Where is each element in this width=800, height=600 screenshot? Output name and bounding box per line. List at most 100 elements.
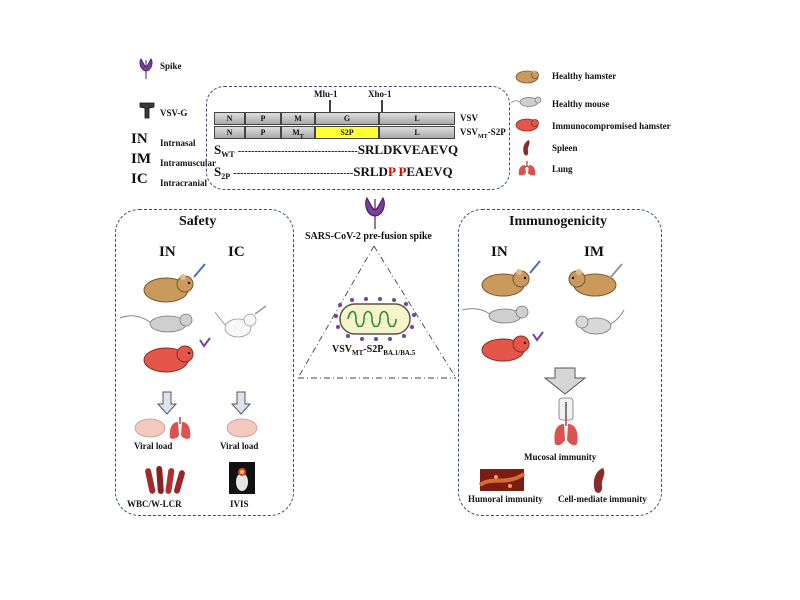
legend-spike-label: Spike [160, 61, 182, 71]
safety-route-in: IN [159, 244, 176, 260]
site-xho1: Xho-1 [368, 89, 392, 99]
safety-viral-load-in: Viral load [134, 441, 173, 451]
immunogenicity-title: Immunogenicity [509, 214, 607, 229]
vaccine-sub2: BA.1/BA.5 [383, 349, 416, 357]
row-vsvmt-suffix: -S2P [487, 127, 506, 137]
hamster-icon [568, 269, 617, 297]
genome-box [206, 86, 510, 190]
lung-icon [554, 418, 578, 446]
hamster-icon [143, 274, 194, 303]
immuno-route-in: IN [491, 244, 508, 260]
mucosal-immunity: Mucosal immunity [524, 452, 597, 462]
seq-wt-dashes: ------------------------------------ [237, 146, 358, 157]
mouse-icon [510, 96, 542, 107]
legend-immunocompromised-hamster: Immunocompromised hamster [552, 121, 671, 131]
spleen-icon [593, 468, 605, 493]
red-hamster-icon [515, 118, 539, 132]
gene-l: L [379, 112, 455, 125]
hamster-icon [515, 70, 539, 84]
down-arrow-icon [543, 367, 587, 395]
seq-wt-text: SRLDKVEAEVQ [357, 142, 459, 157]
abbr-in: IN [131, 131, 148, 147]
blood-vessel-image-icon [478, 469, 526, 491]
hamster-icon [481, 269, 530, 297]
legend-healthy-mouse: Healthy mouse [552, 99, 610, 109]
immuno-route-im: IM [584, 244, 604, 260]
legend-lung: Lung [552, 164, 573, 174]
seq-s2p: S2P ------------------------------------… [214, 164, 453, 181]
down-arrow-icon [156, 391, 178, 415]
vaccine-main: VSV [332, 344, 353, 355]
vsv-virion-icon [334, 297, 416, 341]
gene-m: M [281, 112, 315, 125]
red-hamster-icon [143, 345, 194, 373]
immunogenicity-panel [458, 209, 662, 516]
abbr-in-desc: Intrnasal [160, 138, 196, 148]
seq-s2p-mutation-2: P [398, 164, 407, 179]
legend-healthy-hamster: Healthy hamster [552, 71, 617, 81]
seq-s2p-label: S [214, 164, 222, 179]
vaccine-label: VSVMT-S2PBA.1/BA.5 [332, 344, 415, 357]
safety-title: Safety [179, 214, 217, 229]
abbr-im-desc: Intramuscular [160, 158, 216, 168]
mouse-icon [461, 305, 529, 324]
row-vsvmt-main: VSV [460, 127, 479, 137]
site-mlu1: Mlu-1 [314, 89, 338, 99]
seq-s2p-mutation-1: P [387, 164, 396, 179]
lung-icon [169, 417, 191, 439]
gene-p: P [245, 126, 281, 139]
row-vsv-label: VSV [460, 113, 479, 123]
cell-mediate-immunity: Cell-mediate immunity [558, 494, 647, 504]
seq-s2p-sub: 2P [221, 172, 231, 181]
seq-s2p-dashes: ------------------------------------ [233, 168, 354, 179]
gene-mt: MT [281, 126, 315, 140]
safety-route-ic: IC [228, 244, 245, 260]
gene-mt-sub: T [299, 134, 304, 140]
gene-n: N [214, 112, 245, 125]
row-vsvmt-sub: MT [478, 134, 488, 140]
blood-tubes-icon [145, 466, 185, 494]
brain-icon [134, 418, 166, 438]
spleen-icon [523, 140, 530, 156]
spike-icon [139, 58, 153, 79]
vaccine-mid: -S2P [363, 344, 384, 355]
safety-panel [115, 209, 294, 516]
vaccine-sub1: MT [352, 349, 364, 357]
gene-g: G [315, 112, 379, 125]
row-vsvmt-label: VSVMT-S2P [460, 127, 506, 140]
vsvg-icon [139, 102, 155, 119]
abbr-im: IM [131, 151, 151, 167]
abbr-ic: IC [131, 171, 148, 187]
seq-s2p-post: EAEVQ [406, 164, 453, 179]
gene-n: N [214, 126, 245, 139]
seq-wt: SWT ------------------------------------… [214, 142, 458, 159]
white-mouse-icon [214, 305, 267, 338]
lung-icon [518, 161, 536, 176]
airway-icon [558, 397, 574, 421]
seq-wt-label: S [214, 142, 222, 157]
mouse-icon [575, 309, 625, 335]
seq-s2p-pre: SRLD [353, 164, 388, 179]
safety-assay-ivis: IVIS [230, 499, 249, 509]
gene-l: L [379, 126, 455, 139]
red-hamster-icon [481, 335, 530, 362]
legend-spleen: Spleen [552, 143, 578, 153]
abbr-ic-desc: Intracranial [160, 178, 207, 188]
humoral-immunity: Humoral immunity [468, 494, 543, 504]
safety-assay-wbc: WBC/W-LCR [127, 499, 182, 509]
gene-s2p: S2P [315, 126, 379, 139]
legend-vsvg-label: VSV-G [160, 108, 188, 118]
safety-viral-load-ic: Viral load [220, 441, 259, 451]
mouse-icon [119, 313, 193, 333]
down-arrow-icon [230, 391, 252, 415]
brain-icon [226, 418, 258, 438]
gene-p: P [245, 112, 281, 125]
center-spike-icon [365, 196, 385, 229]
seq-wt-sub: WT [221, 150, 235, 159]
spike-title: SARS-CoV-2 pre-fusion spike [305, 231, 432, 242]
ivis-image-icon [229, 462, 255, 494]
